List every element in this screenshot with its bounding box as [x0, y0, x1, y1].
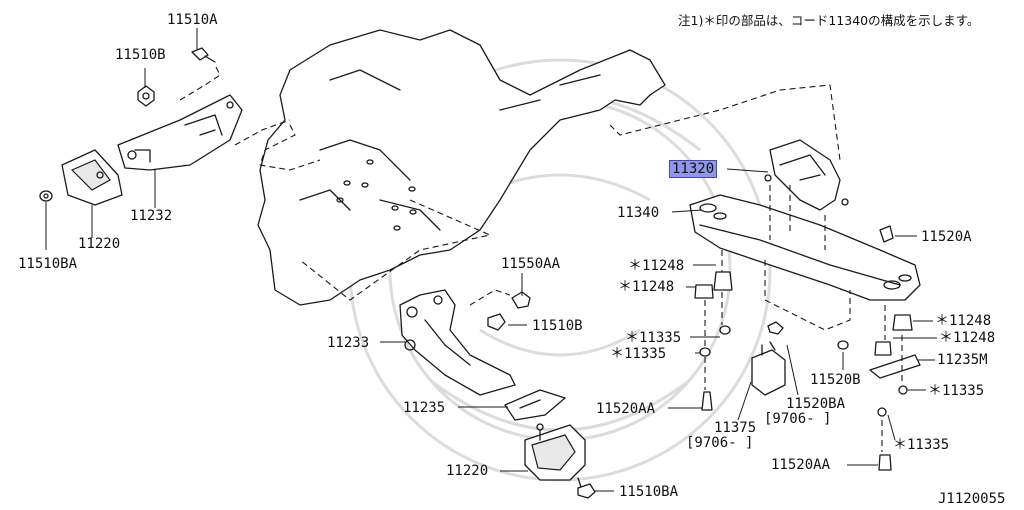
plate-11235 [504, 389, 566, 421]
crossmember-11340 [689, 194, 921, 331]
part-label-11510B-mid[interactable]: 11510B [532, 318, 583, 334]
part-label-11248-1[interactable]: ＊11248 [628, 258, 685, 274]
part-label-11235[interactable]: 11235 [403, 400, 446, 416]
part-label-11335-2[interactable]: ＊11335 [610, 346, 667, 362]
insulator-11220-left [61, 149, 123, 206]
diagram-id: J1120055 [938, 491, 1006, 507]
insulator-11220-bottom [524, 423, 586, 491]
part-label-11248-2[interactable]: ＊11248 [618, 279, 675, 295]
part-label-11510BA-left[interactable]: 11510BA [18, 256, 78, 272]
bracket-11232 [117, 64, 291, 171]
part-label-11510A[interactable]: 11510A [167, 12, 218, 28]
part-label-11340[interactable]: 11340 [617, 205, 660, 221]
part-label-11248-4[interactable]: ＊11248 [939, 330, 996, 346]
transmission-housing [257, 29, 666, 306]
part-label-11232[interactable]: 11232 [130, 208, 173, 224]
leader-lines [45, 28, 937, 492]
part-label-11335-4[interactable]: ＊11335 [893, 437, 950, 453]
part-label-11520BA-range: [9706- ] [764, 411, 832, 427]
part-label-11220-left[interactable]: 11220 [78, 236, 121, 252]
damper-11375 [751, 321, 786, 396]
fasteners-center [487, 291, 596, 499]
part-label-11550AA[interactable]: 11550AA [501, 256, 561, 272]
part-label-11320[interactable]: 11320 [669, 160, 718, 178]
part-label-11220-bottom[interactable]: 11220 [446, 463, 489, 479]
part-label-11235M[interactable]: 11235M [937, 352, 988, 368]
rear-mount-11320 [609, 84, 849, 250]
part-label-11233[interactable]: 11233 [327, 335, 370, 351]
part-label-11335-1[interactable]: ＊11335 [625, 330, 682, 346]
part-label-11520BA[interactable]: 11520BA [786, 396, 846, 412]
part-label-11375-range: [9706- ] [686, 435, 754, 451]
part-label-11520B[interactable]: 11520B [810, 372, 861, 388]
footnote: 注1)＊印の部品は、コード11340の構成を示します。 [678, 13, 980, 28]
bolt-holes [336, 159, 417, 231]
part-label-11375[interactable]: 11375 [714, 420, 757, 436]
part-label-11248-3[interactable]: ＊11248 [935, 313, 992, 329]
bushings-right-stack [869, 305, 921, 471]
part-label-11335-3[interactable]: ＊11335 [928, 383, 985, 399]
fasteners-left [39, 47, 216, 202]
part-label-11510BA-bottom[interactable]: 11510BA [619, 484, 679, 500]
bracket-11233 [399, 289, 516, 396]
fasteners-right [837, 225, 894, 350]
part-label-11510B-top[interactable]: 11510B [115, 47, 166, 63]
bushings-left-stack [694, 250, 733, 411]
part-label-11520AA-left[interactable]: 11520AA [596, 401, 656, 417]
part-label-11520AA-right[interactable]: 11520AA [771, 457, 831, 473]
part-label-11520A[interactable]: 11520A [921, 229, 972, 245]
